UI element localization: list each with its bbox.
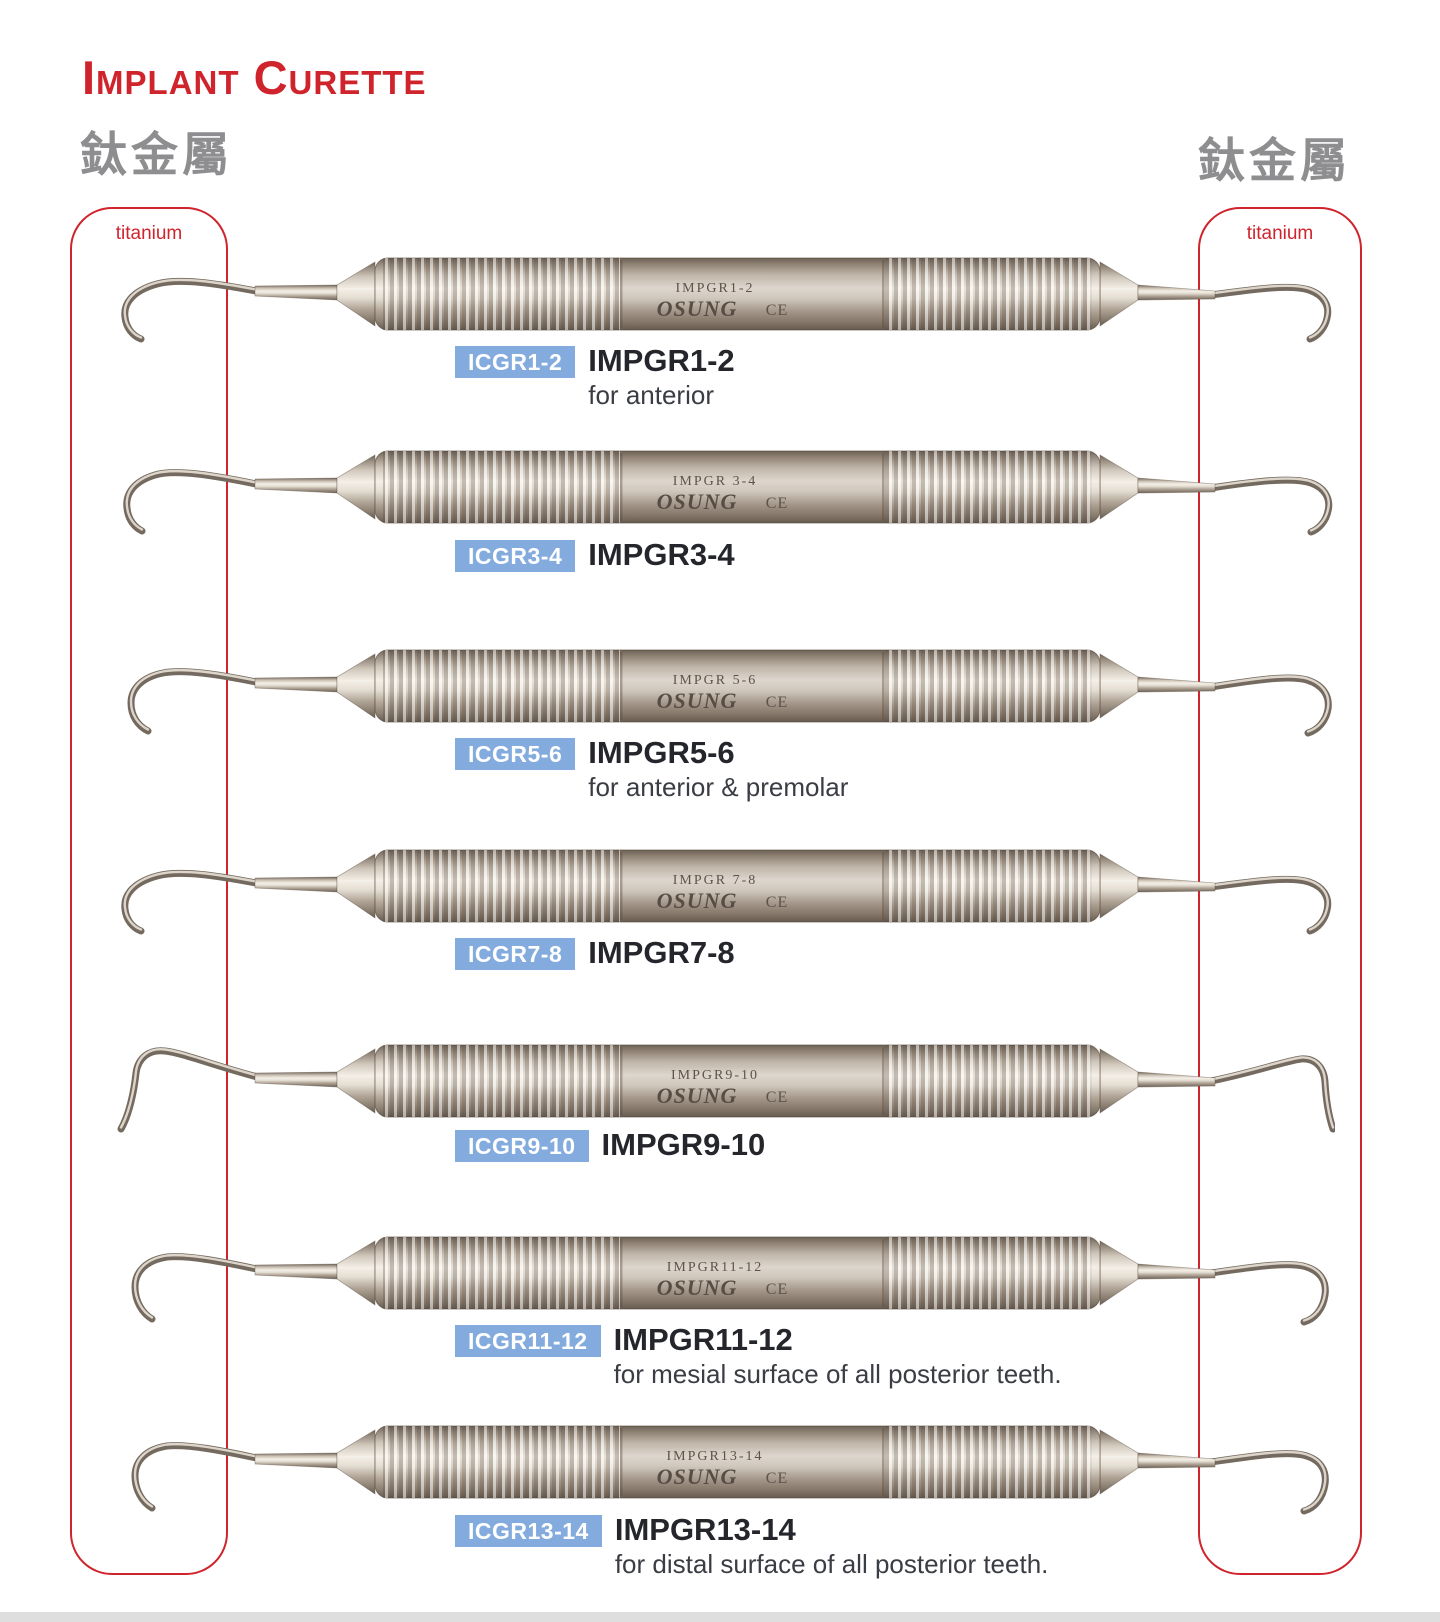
engraving-ce-mark: CE — [766, 1281, 788, 1298]
engraving-ce-mark: CE — [766, 302, 788, 319]
subtitle-right-cjk: 鈦金屬 — [1198, 134, 1351, 187]
engraving-brand: OSUNG — [657, 888, 738, 913]
page-bottom-edge — [0, 1612, 1440, 1622]
engraving-model: IMPGR9-10 — [671, 1068, 759, 1083]
engraving-ce-mark: CE — [766, 495, 788, 512]
product-text: IMPGR3-4 — [588, 538, 734, 575]
subtitle-left-cjk: 鈦金屬 — [80, 128, 233, 181]
instrument-photo-impgr5-6: IMPGR 5-6 OSUNG CE — [127, 649, 1332, 737]
product-name: IMPGR13-14 — [614, 1512, 796, 1547]
product-code-badge: ICGR13-14 — [455, 1515, 602, 1547]
product-text: IMPGR13-14 for distal surface of all pos… — [615, 1513, 1049, 1580]
instrument-photo-impgr11-12: IMPGR11-12 OSUNG CE — [131, 1236, 1329, 1326]
product-code-badge: ICGR7-8 — [455, 938, 576, 970]
product-code-badge: ICGR9-10 — [455, 1130, 589, 1162]
product-text: IMPGR11-12 for mesial surface of all pos… — [614, 1323, 1062, 1390]
engraving-model: IMPGR 3-4 — [673, 474, 758, 489]
product-row-icgr5-6: ICGR5-6 IMPGR5-6 for anterior & premolar — [455, 736, 848, 803]
engraving-model: IMPGR1-2 — [675, 281, 754, 296]
product-row-icgr7-8: ICGR7-8 IMPGR7-8 — [455, 936, 735, 973]
product-code-badge: ICGR11-12 — [455, 1325, 601, 1357]
product-description: for anterior & premolar — [588, 772, 849, 803]
product-row-icgr1-2: ICGR1-2 IMPGR1-2 for anterior — [455, 344, 735, 411]
titanium-label-right: titanium — [1246, 223, 1314, 244]
engraving-ce-mark: CE — [766, 894, 788, 911]
engraving-brand: OSUNG — [657, 688, 738, 713]
product-description: for mesial surface of all posterior teet… — [613, 1359, 1062, 1390]
instrument-photo-impgr1-2: IMPGR1-2 OSUNG CE — [121, 257, 1332, 343]
product-name: IMPGR9-10 — [601, 1127, 766, 1162]
product-name: IMPGR11-12 — [613, 1322, 793, 1357]
product-row-icgr11-12: ICGR11-12 IMPGR11-12 for mesial surface … — [455, 1323, 1062, 1390]
product-text: IMPGR9-10 — [602, 1128, 766, 1165]
engraving-ce-mark: CE — [766, 1089, 788, 1106]
engraving-model: IMPGR11-12 — [667, 1260, 764, 1275]
engraving-ce-mark: CE — [766, 694, 788, 711]
instrument-photo-impgr3-4: IMPGR 3-4 OSUNG CE — [123, 450, 1333, 536]
engraving-model: IMPGR 7-8 — [673, 873, 758, 888]
product-name: IMPGR5-6 — [588, 735, 735, 770]
page-title: Implant Curette — [82, 51, 427, 104]
engraving-brand: OSUNG — [657, 1275, 738, 1300]
product-code-badge: ICGR3-4 — [455, 540, 576, 572]
engraving-brand: OSUNG — [657, 1083, 738, 1108]
product-row-icgr3-4: ICGR3-4 IMPGR3-4 — [455, 538, 735, 575]
engraving-model: IMPGR13-14 — [666, 1449, 763, 1464]
titanium-label-left: titanium — [115, 223, 183, 244]
product-text: IMPGR1-2 for anterior — [588, 344, 734, 411]
product-code-badge: ICGR5-6 — [455, 738, 576, 770]
product-name: IMPGR1-2 — [588, 343, 735, 378]
instrument-photo-impgr9-10: IMPGR9-10 OSUNG CE — [117, 1044, 1335, 1133]
product-name: IMPGR7-8 — [588, 935, 735, 970]
product-name: IMPGR3-4 — [588, 537, 735, 572]
engraving-brand: OSUNG — [657, 489, 738, 514]
product-text: IMPGR7-8 — [588, 936, 734, 973]
product-row-icgr9-10: ICGR9-10 IMPGR9-10 — [455, 1128, 765, 1165]
instrument-photo-impgr13-14: IMPGR13-14 OSUNG CE — [131, 1425, 1329, 1515]
product-description: for anterior — [588, 380, 714, 411]
product-code-badge: ICGR1-2 — [455, 346, 576, 378]
engraving-ce-mark: CE — [766, 1470, 788, 1487]
engraving-brand: OSUNG — [657, 1464, 738, 1489]
instrument-photo-impgr7-8: IMPGR 7-8 OSUNG CE — [121, 849, 1332, 935]
engraving-brand: OSUNG — [657, 296, 738, 321]
product-description: for distal surface of all posterior teet… — [614, 1549, 1049, 1580]
product-row-icgr13-14: ICGR13-14 IMPGR13-14 for distal surface … — [455, 1513, 1048, 1580]
titanium-frame-left: titanium — [70, 207, 228, 1575]
engraving-model: IMPGR 5-6 — [673, 673, 758, 688]
product-text: IMPGR5-6 for anterior & premolar — [588, 736, 848, 803]
